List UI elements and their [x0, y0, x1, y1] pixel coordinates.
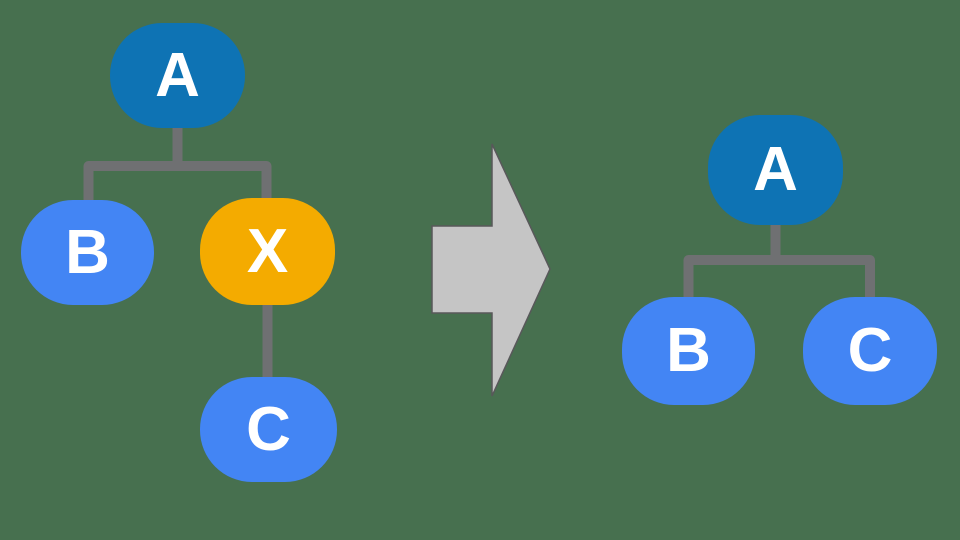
after-node-A: A	[708, 115, 843, 225]
after-node-B: B	[622, 297, 755, 405]
edge-before-A-B-X-bracket	[83, 161, 272, 204]
edge-after-A-B-C-bracket	[683, 255, 875, 302]
before-node-X: X	[200, 198, 335, 305]
before-node-C: C	[200, 377, 337, 482]
before-node-B: B	[21, 200, 154, 305]
before-node-A: A	[110, 23, 245, 128]
transform-arrow-icon	[431, 143, 551, 397]
after-node-C: C	[803, 297, 937, 405]
